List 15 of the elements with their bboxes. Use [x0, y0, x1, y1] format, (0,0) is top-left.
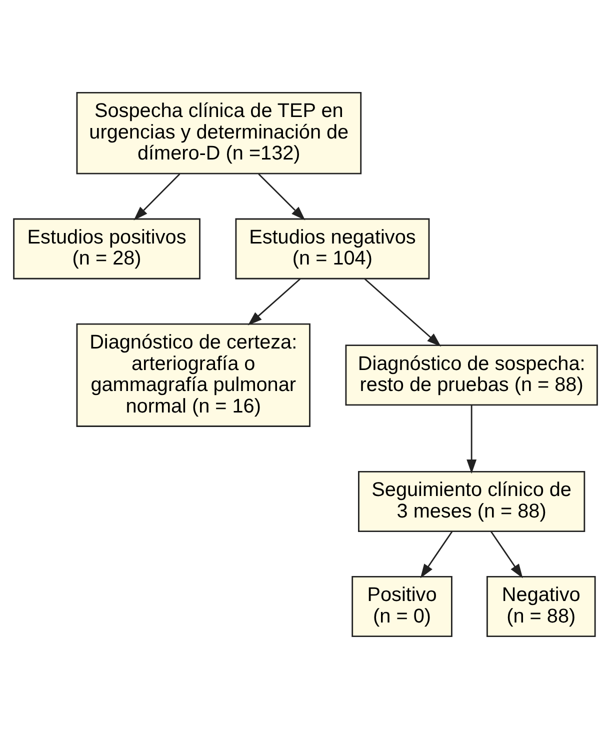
- node-box: Positivo (n = 0): [352, 576, 452, 638]
- node-box: Estudios negativos (n = 104): [235, 218, 430, 280]
- node-box: Sospecha clínica de TEP en urgencias y determinación de dímero-D (n =132): [76, 92, 362, 174]
- node-box: Estudios positivos (n = 28): [13, 218, 200, 280]
- node-box: Diagnóstico de sospecha: resto de pruebas (n = 88): [345, 344, 598, 406]
- arrow: [420, 530, 453, 578]
- node-box: Seguimiento clínico de 3 meses (n = 88): [358, 470, 586, 532]
- arrow: [364, 278, 442, 347]
- arrow: [258, 174, 306, 220]
- node-box: Diagnóstico de certeza: arteriografía o gammagrafía pulmonar normal (n = 16): [76, 323, 310, 427]
- arrow: [134, 174, 180, 220]
- arrow: [466, 405, 477, 474]
- node-box: Negativo (n = 88): [486, 576, 596, 638]
- arrow: [490, 530, 523, 578]
- arrow: [248, 278, 301, 326]
